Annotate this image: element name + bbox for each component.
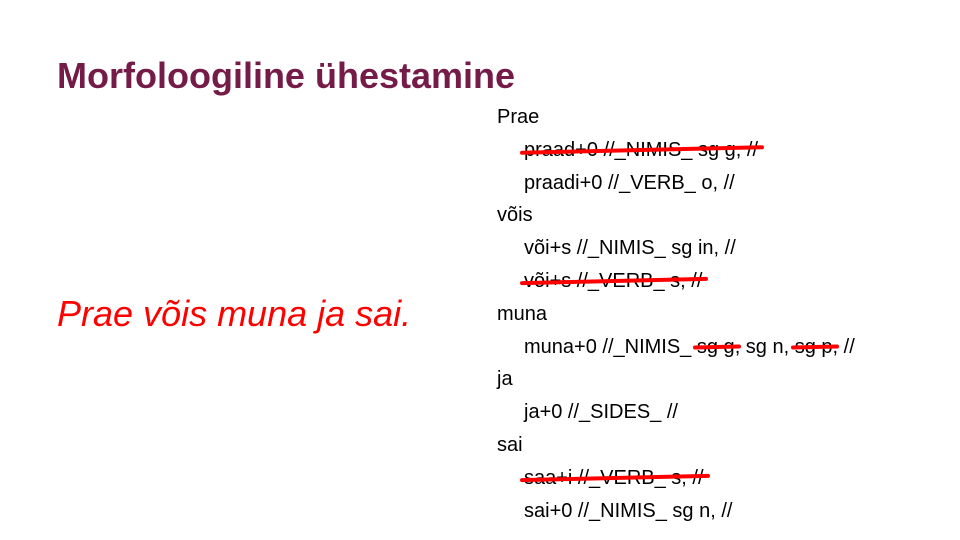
reading-segment: praadi+0 //_VERB_ o, // [524,171,735,194]
analysis-reading: sai+0 //_NIMIS_ sg n, // [497,495,947,528]
struck-reading-segment: sg p [795,331,833,364]
analysis-word: ja [497,368,513,391]
struck-reading-segment: praad+0 //_NIMIS_ sg g, // [524,134,758,167]
reading-segment: ja+0 //_SIDES_ // [524,401,678,424]
analysis-reading: praad+0 //_NIMIS_ sg g, // [497,134,947,167]
analysis-word: muna [497,302,548,325]
analysis-reading: muna+0 //_NIMIS_ sg g, sg n, sg p, // [497,331,947,364]
morphological-analysis-list: Prae praad+0 //_NIMIS_ sg g, // praadi+0 /… [497,101,947,527]
struck-reading-segment: saa+i //_VERB_ s, // [524,462,704,495]
analysis-reading: ja+0 //_SIDES_ // [497,396,947,429]
analysis-word: Prae [497,106,540,128]
reading-segment: muna+0 //_NIMIS_ [524,335,697,358]
reading-segment: , sg n, [734,335,795,358]
slide-title: Morfoloogiline ühestamine [57,55,516,96]
analysis-word: sai [497,433,523,456]
struck-reading-segment: või+s //_VERB_ s, // [524,265,702,298]
analysis-reading: või+s //_VERB_ s, // [497,265,947,298]
analysis-word: võis [497,204,533,227]
analysis-reading: saa+i //_VERB_ s, // [497,462,947,495]
example-sentence: Prae võis muna ja sai. [57,293,412,334]
reading-segment: , // [832,335,855,358]
analysis-reading: praadi+0 //_VERB_ o, // [497,167,947,200]
analysis-reading: või+s //_NIMIS_ sg in, // [497,232,947,265]
reading-segment: või+s //_NIMIS_ sg in, // [524,237,736,260]
reading-segment: sai+0 //_NIMIS_ sg n, // [524,499,733,522]
struck-reading-segment: sg g [697,331,735,364]
